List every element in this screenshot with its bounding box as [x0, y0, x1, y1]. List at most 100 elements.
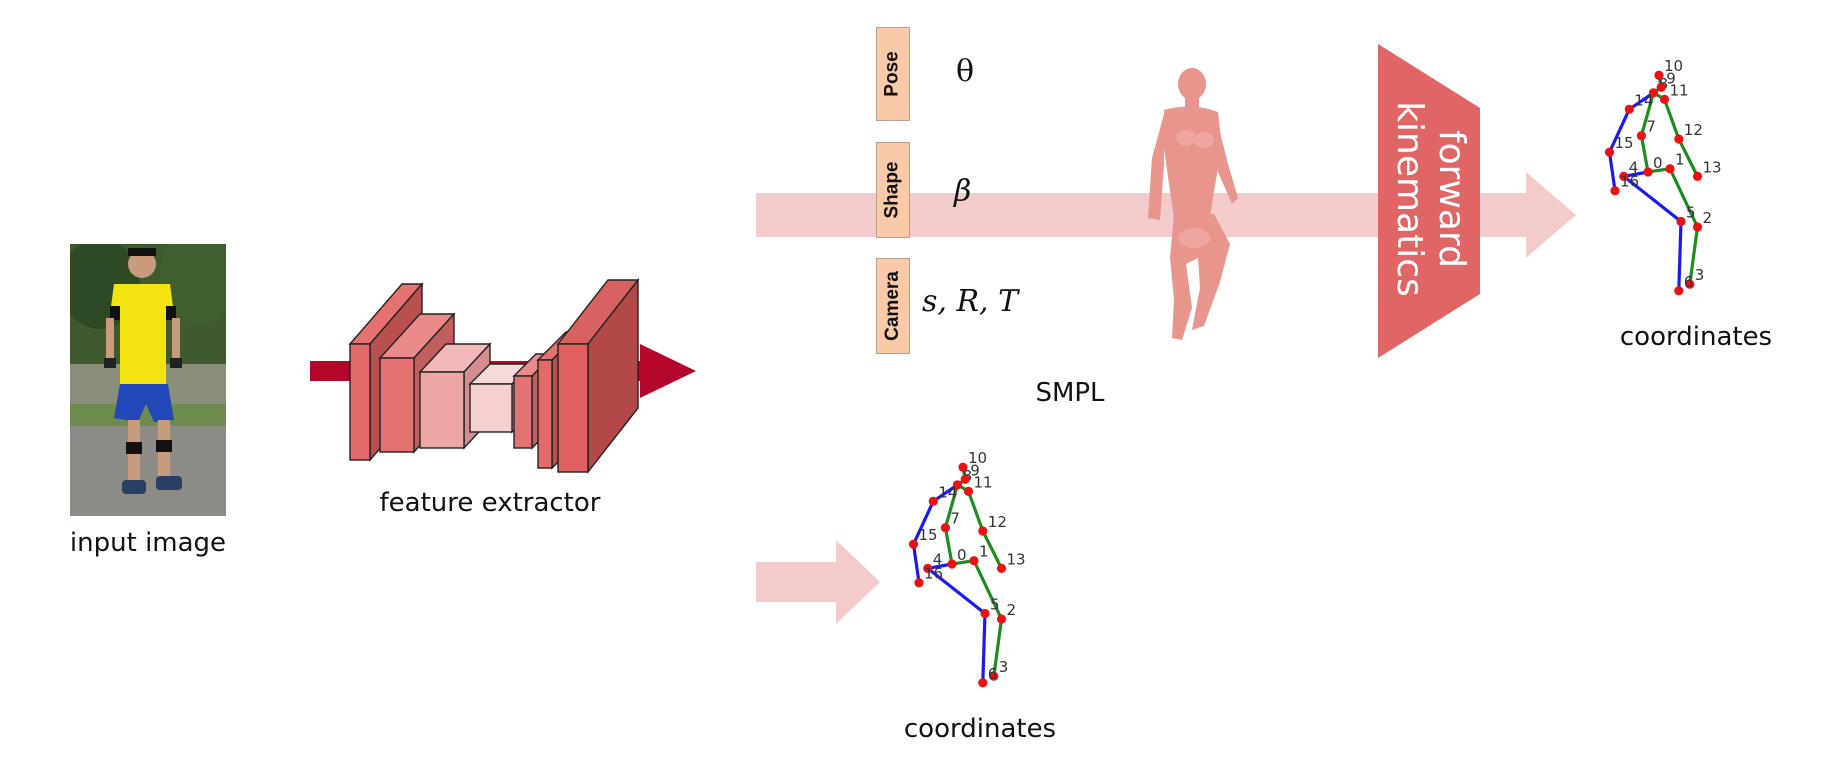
bottom-skeleton-joint-2: [996, 614, 1007, 624]
top-skeleton-bone-4-5: [1622, 175, 1682, 223]
bottom-skeleton-joint-label-13: 13: [1007, 550, 1026, 568]
top-skeleton-bone-15-16: [1607, 151, 1617, 191]
top-skeleton-joint-12: [1674, 134, 1684, 144]
top-skeleton-joint-13: [1692, 171, 1703, 181]
top-skeleton-joint-8: [1648, 88, 1659, 98]
bottom-skeleton-joint-label-9: 9: [970, 461, 980, 479]
top-skeleton-joint-label-1: 1: [1675, 151, 1685, 169]
bottom-skeleton-joint-label-6: 6: [988, 665, 998, 683]
smpl-label: SMPL: [1035, 378, 1105, 408]
top-skeleton-joint-5: [1676, 216, 1686, 227]
top-skeleton-joint-label-2: 2: [1703, 209, 1713, 227]
top-skeleton-bone-11-12: [1662, 98, 1681, 140]
bottom-skeleton-joint-label-2: 2: [1007, 601, 1017, 619]
bottom-skeleton-bone-8-14: [932, 483, 959, 503]
top-skeleton-joint-label-16: 16: [1620, 173, 1639, 191]
bottom-skeleton-joint-11: [963, 486, 974, 496]
bottom-skeleton-bone-2-3: [992, 618, 1004, 677]
pose-param-label: Pose: [882, 51, 904, 97]
top-coordinates-label: coordinates: [1619, 322, 1773, 352]
smpl-body-mesh: [1148, 68, 1238, 340]
bottom-skeleton-joint-label-7: 7: [950, 510, 960, 528]
bottom-skeleton-joint-label-12: 12: [988, 513, 1007, 531]
bottom-skeleton-joint-0: [947, 559, 957, 569]
shape-param-box: Shape: [876, 142, 910, 238]
direct-regression-arrow: [756, 540, 880, 624]
top-skeleton-joint-label-15: 15: [1615, 134, 1634, 152]
bottom-skeleton-joint-8: [952, 480, 963, 490]
top-skeleton-joint-10: [1654, 70, 1664, 80]
top-skeleton-joint-16: [1610, 186, 1620, 196]
top-skeleton-joint-label-6: 6: [1684, 273, 1694, 291]
top-skeleton-joint-15: [1604, 147, 1615, 157]
top-skeleton-joint-label-12: 12: [1684, 121, 1703, 139]
input-image-label: input image: [69, 528, 227, 558]
top-skeleton-bone-2-3: [1688, 226, 1700, 285]
top-skeleton-joint-label-7: 7: [1646, 118, 1656, 136]
pose-symbol: θ: [956, 54, 975, 89]
shape-symbol: β: [954, 174, 972, 209]
feature-extractor: [348, 277, 640, 475]
top-skeleton-joint-7: [1636, 131, 1646, 141]
forward-kinematics-text: forward kinematics: [1389, 101, 1472, 297]
top-skeleton-joint-4: [1619, 171, 1629, 181]
bottom-skeleton-joint-label-16: 16: [924, 565, 943, 583]
bottom-skeleton-joint-label-15: 15: [919, 526, 938, 544]
top-skeleton-joint-label-14: 14: [1634, 91, 1653, 109]
bottom-skeleton-bone-12-13: [981, 530, 1003, 570]
top-skeleton-joint-6: [1674, 286, 1684, 296]
bottom-skeleton-joint-label-4: 4: [933, 550, 943, 568]
top-skeleton-joint-11: [1659, 94, 1670, 104]
top-skeleton-joint-label-10: 10: [1664, 57, 1683, 75]
feature-extractor-label: feature extractor: [379, 488, 601, 518]
bottom-skeleton-joint-15: [908, 539, 919, 549]
bottom-skeleton-joint-5: [980, 608, 990, 619]
bottom-skeleton-bone-7-0: [943, 527, 954, 565]
bottom-skeleton: 012345678910111213141516: [908, 449, 1026, 688]
bottom-skeleton-joint-label-5: 5: [990, 596, 1000, 614]
top-skeleton-joint-label-4: 4: [1629, 158, 1639, 176]
bottom-skeleton-joint-label-3: 3: [999, 658, 1009, 676]
input-image: [70, 244, 226, 516]
top-skeleton: 012345678910111213141516: [1604, 57, 1722, 296]
bottom-skeleton-joint-label-0: 0: [957, 546, 967, 564]
bottom-skeleton-joint-14: [928, 496, 938, 506]
bottom-skeleton-joint-label-11: 11: [974, 473, 993, 491]
top-skeleton-bone-12-13: [1677, 138, 1699, 178]
top-skeleton-joint-label-11: 11: [1670, 81, 1689, 99]
top-skeleton-bone-8-7: [1639, 92, 1656, 137]
camera-param-box: Camera: [876, 258, 910, 354]
top-skeleton-joint-label-3: 3: [1695, 266, 1705, 284]
bottom-skeleton-bone-1-2: [972, 560, 1003, 620]
bottom-skeleton-bone-5-6: [981, 613, 987, 683]
top-skeleton-joint-label-13: 13: [1703, 158, 1722, 176]
bottom-skeleton-joint-label-14: 14: [938, 483, 957, 501]
bottom-skeleton-joint-label-10: 10: [968, 449, 987, 467]
top-skeleton-joint-1: [1665, 164, 1675, 174]
bottom-coordinates-label: coordinates: [903, 714, 1057, 744]
bottom-skeleton-bone-14-15: [912, 500, 935, 545]
top-skeleton-joint-9: [1656, 82, 1666, 92]
forward-kinematics-block: [1378, 44, 1480, 358]
top-skeleton-bone-7-0: [1639, 135, 1650, 173]
bottom-skeleton-bone-15-16: [911, 543, 921, 583]
bottom-skeleton-joint-13: [996, 563, 1007, 573]
top-skeleton-bone-5-6: [1677, 221, 1683, 291]
bottom-skeleton-bone-11-12: [966, 490, 985, 532]
top-skeleton-joint-2: [1692, 222, 1703, 232]
bottom-skeleton-joint-6: [978, 678, 988, 688]
bottom-skeleton-joint-12: [978, 526, 988, 536]
bottom-skeleton-bone-4-5: [926, 567, 986, 615]
bottom-skeleton-joint-9: [960, 474, 970, 484]
bottom-skeleton-joint-10: [958, 462, 968, 472]
top-skeleton-bone-8-14: [1628, 91, 1655, 111]
top-skeleton-joint-0: [1643, 167, 1653, 177]
top-skeleton-joint-14: [1624, 104, 1634, 114]
bottom-skeleton-joint-1: [969, 556, 979, 566]
bottom-skeleton-joint-3: [989, 671, 999, 681]
bottom-skeleton-joint-16: [914, 578, 924, 588]
forward-kinematics-label: forward kinematics: [1385, 63, 1475, 335]
shape-param-label: Shape: [882, 161, 903, 219]
bottom-skeleton-bone-8-7: [943, 484, 960, 529]
